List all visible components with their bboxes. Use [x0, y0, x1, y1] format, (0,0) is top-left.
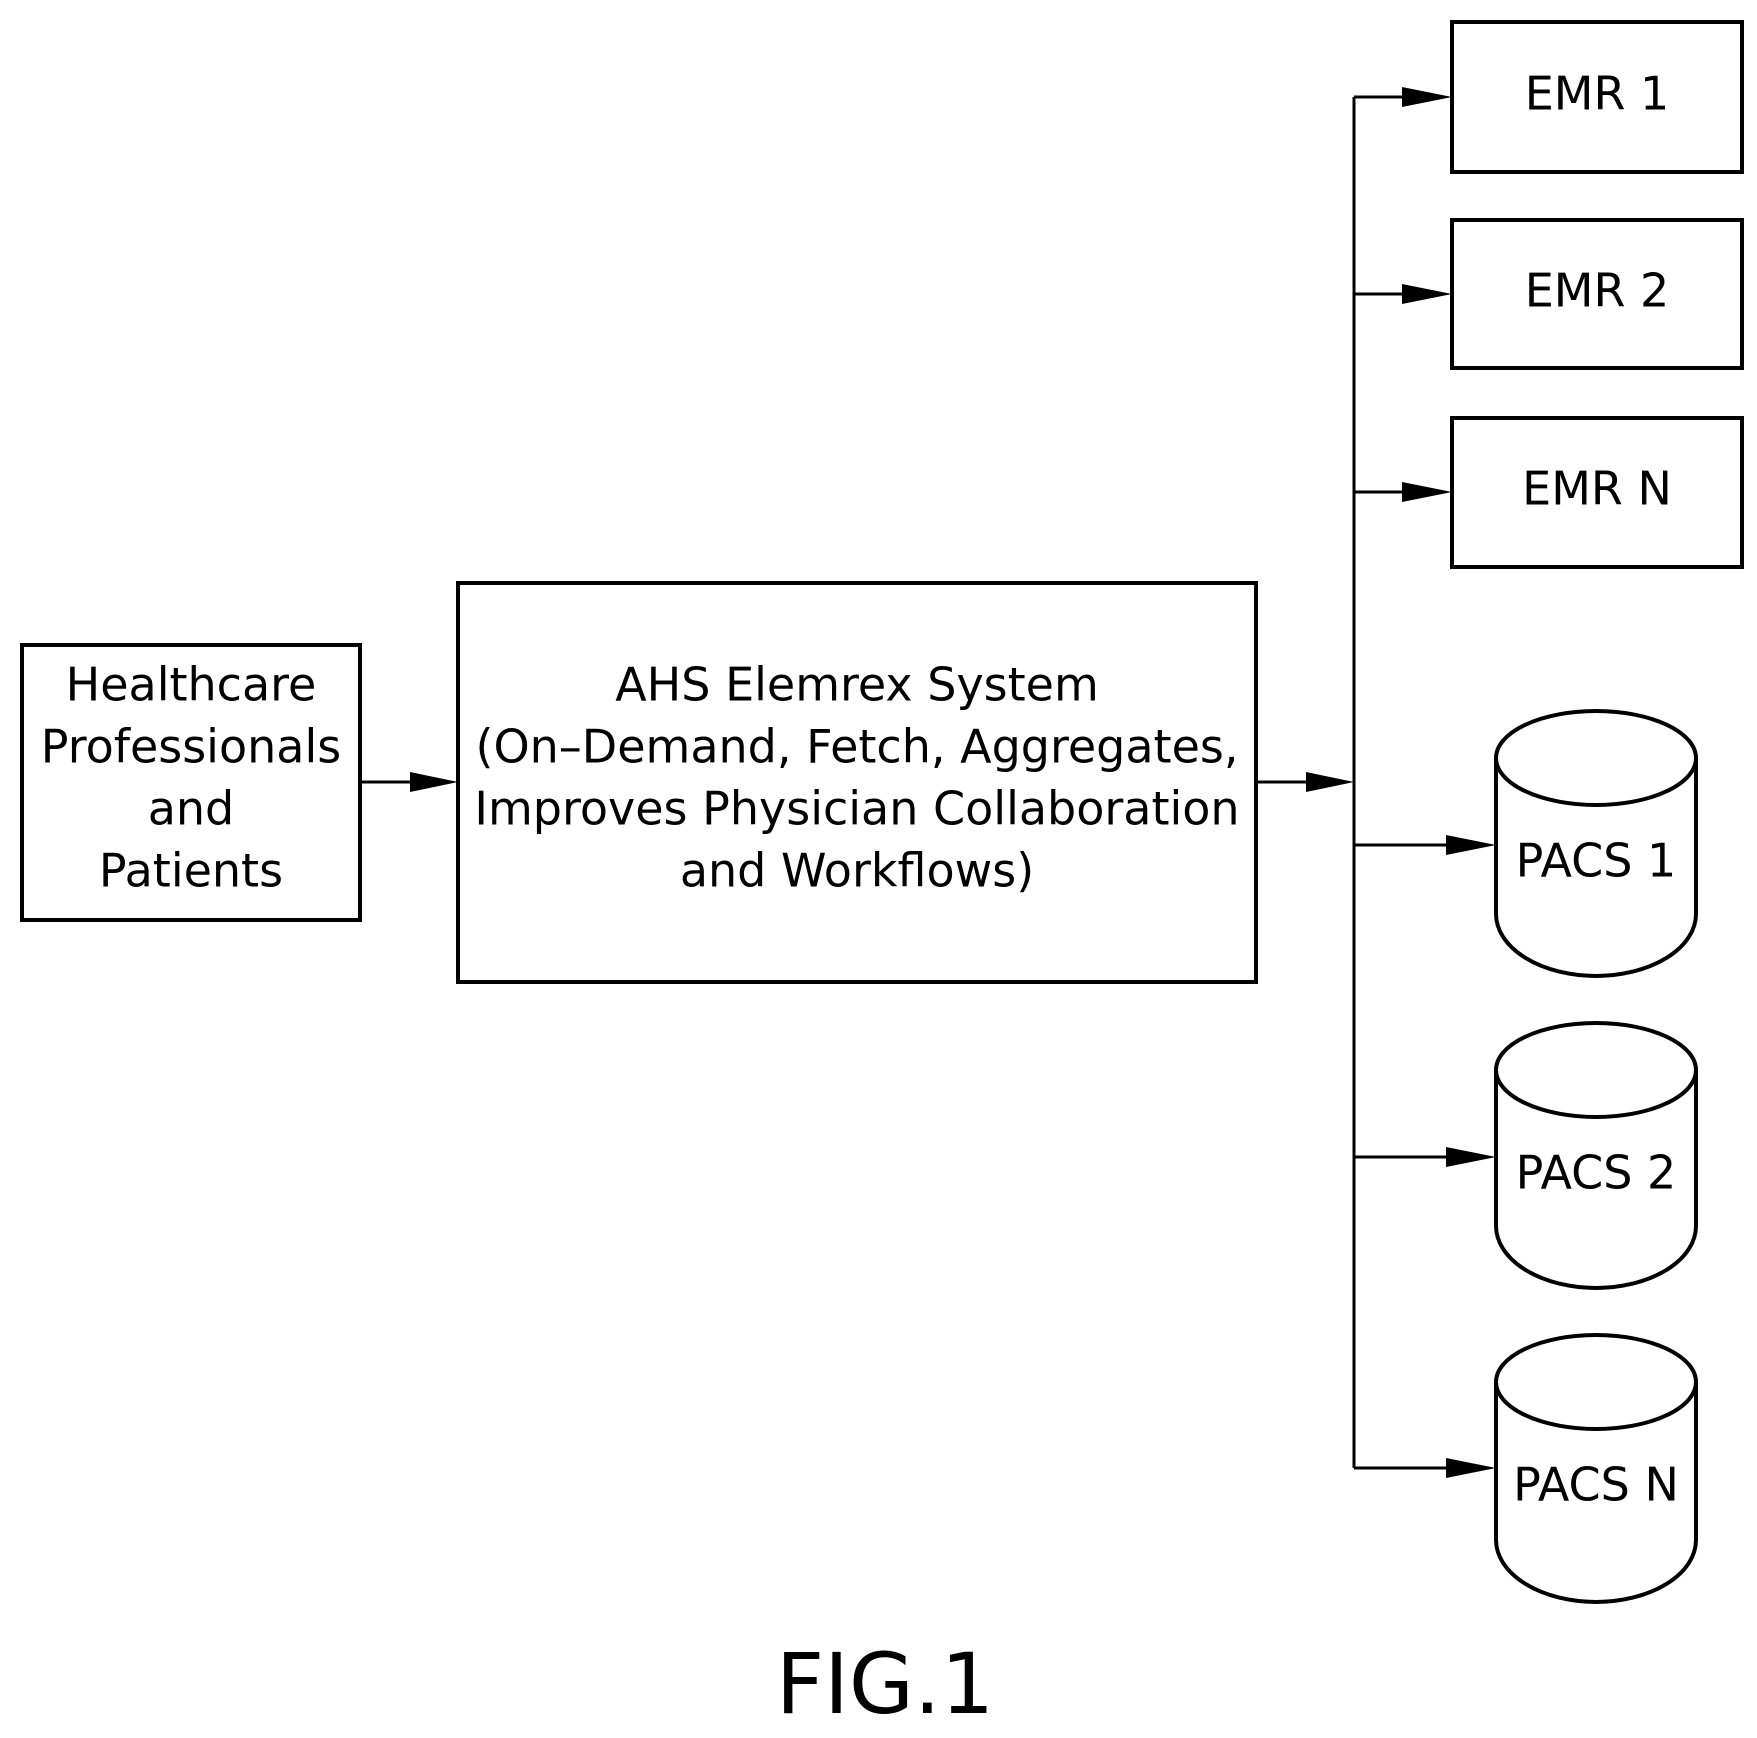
- emr-box-n: EMR N: [1452, 418, 1742, 567]
- pacs-database-1: PACS 1: [1496, 711, 1696, 976]
- emr-branch-1: [1354, 87, 1452, 107]
- arrow-source-to-system: [360, 772, 458, 792]
- emr-box-1-label: EMR 1: [1525, 67, 1670, 121]
- source-box-line-2: Professionals: [41, 720, 341, 774]
- figure-label: FIG.1: [776, 1635, 994, 1733]
- emr-box-2: EMR 2: [1452, 220, 1742, 368]
- pacs-database-n-label: PACS N: [1513, 1458, 1679, 1512]
- emr-branch-n: [1354, 482, 1452, 502]
- source-box-line-1: Healthcare: [66, 658, 317, 712]
- emr-box-2-label: EMR 2: [1525, 264, 1670, 318]
- pacs-database-n: PACS N: [1496, 1335, 1696, 1602]
- ahs-elemrex-system-box: AHS Elemrex System (On–Demand, Fetch, Ag…: [458, 583, 1256, 982]
- system-box-line-1: AHS Elemrex System: [615, 658, 1099, 712]
- healthcare-professionals-box: Healthcare Professionals and Patients: [22, 645, 360, 920]
- source-box-line-3: and: [148, 782, 235, 836]
- pacs-database-2-label: PACS 2: [1516, 1146, 1677, 1200]
- emr-box-n-label: EMR N: [1522, 462, 1672, 516]
- arrow-system-to-bus: [1256, 772, 1354, 792]
- system-box-line-2: (On–Demand, Fetch, Aggregates,: [476, 720, 1239, 774]
- pacs-branch-n: [1354, 1458, 1496, 1478]
- pacs-database-2: PACS 2: [1496, 1023, 1696, 1288]
- system-box-line-4: and Workflows): [680, 844, 1034, 898]
- emr-branch-2: [1354, 284, 1452, 304]
- emr-box-1: EMR 1: [1452, 22, 1742, 172]
- pacs-database-1-label: PACS 1: [1516, 834, 1677, 888]
- pacs-branch-1: [1354, 835, 1496, 855]
- source-box-line-4: Patients: [99, 844, 283, 898]
- system-box-line-3: Improves Physician Collaboration: [474, 782, 1239, 836]
- pacs-branch-2: [1354, 1147, 1496, 1167]
